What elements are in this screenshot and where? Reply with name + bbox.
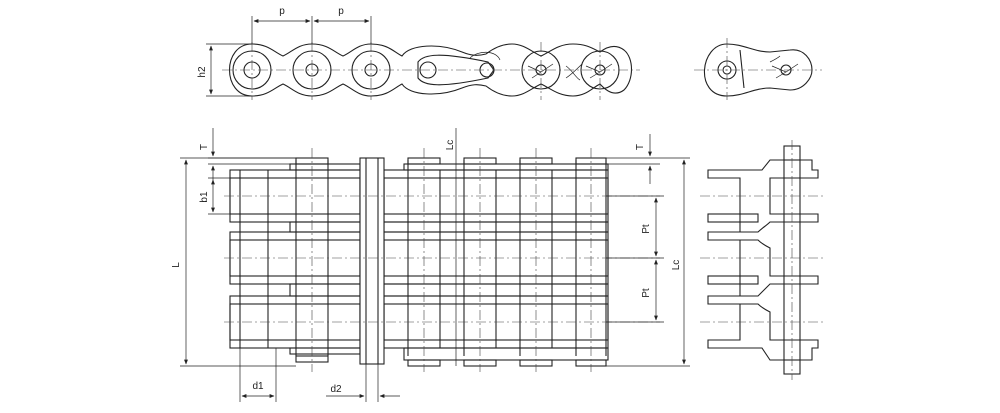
plan-view: T b1 L Lc T Pt Pt Lc d1 [171,128,690,402]
t-label-right: T [635,144,646,150]
lc-label-right: Lc [671,260,682,271]
side-view-top: p p h2 [197,6,640,100]
l-label: L [171,262,182,268]
pt-label-2: Pt [641,288,652,298]
h2-label: h2 [197,66,208,78]
lc-label-top: Lc [445,140,456,151]
end-view-top [694,38,822,100]
p-label-1: p [279,6,285,17]
b1-label: b1 [199,191,210,203]
d1-label: d1 [252,381,264,392]
pt-label-1: Pt [641,224,652,234]
p-label-2: p [338,6,344,17]
t-label-left: T [199,144,210,150]
d2-label: d2 [330,384,342,395]
end-view-bottom [700,140,826,380]
